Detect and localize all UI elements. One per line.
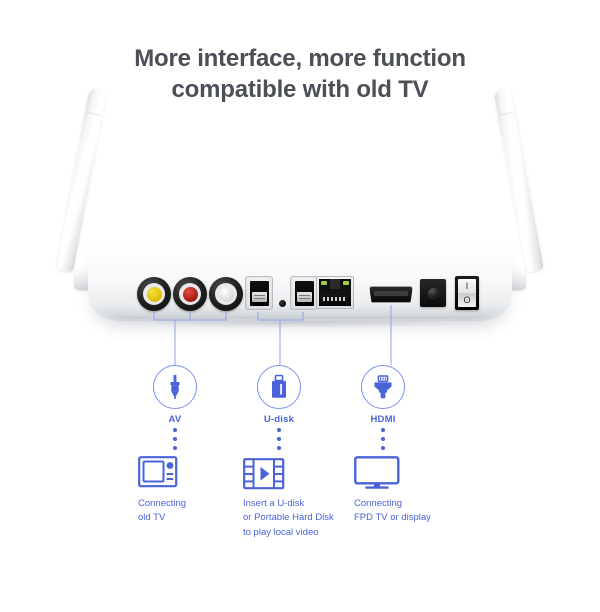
rca-audio-left-port (209, 277, 243, 311)
rca-audio-right-ring (179, 283, 201, 305)
crt-tv-icon (138, 456, 178, 488)
dot (172, 437, 177, 441)
usb-port-2-tongue (296, 292, 312, 302)
callout-hdmi[interactable]: HDMI (338, 365, 428, 425)
page-title: More interface, more function compatible… (0, 44, 600, 105)
rca-audio-left-ring (215, 283, 237, 305)
callout-av-circle (153, 365, 197, 409)
callout-hdmi-circle (361, 365, 405, 409)
rca-audio-left-pin (218, 286, 234, 302)
callout-av[interactable]: AV (130, 365, 220, 425)
dot (380, 428, 385, 432)
dots-connector-av (172, 428, 177, 450)
feature-local-video-text: Insert a U-disk or Portable Hard Disk to… (243, 497, 334, 540)
feature-fpd-tv-icon-wrap (354, 452, 431, 490)
usb-port-2-cavity (294, 281, 314, 306)
feature-fpd-tv-text: Connecting FPD TV or display (354, 497, 431, 526)
flat-panel-tv-icon (354, 456, 400, 489)
feature-fpd-tv: Connecting FPD TV or display (354, 452, 431, 526)
dot (380, 446, 385, 450)
power-switch-on-mark: I (465, 280, 469, 291)
rca-video-port (137, 277, 171, 311)
feature-local-video: Insert a U-disk or Portable Hard Disk to… (243, 452, 334, 540)
ethernet-port (316, 276, 354, 309)
callout-udisk-circle (257, 365, 301, 409)
rca-audio-right-port (173, 277, 207, 311)
rca-video-pin (146, 286, 162, 302)
power-switch-rocker: I O (458, 279, 476, 307)
dot (276, 437, 281, 441)
rca-video-ring (143, 283, 165, 305)
dot (172, 428, 177, 432)
dot (380, 437, 385, 441)
power-switch-off-mark: O (463, 294, 471, 305)
callout-udisk-label: U-disk (263, 414, 295, 425)
feature-old-tv-icon-wrap (138, 452, 186, 490)
dc-power-jack-hole (427, 287, 439, 299)
callout-hdmi-label: HDMI (370, 414, 396, 425)
feature-old-tv-text: Connecting old TV (138, 497, 186, 526)
ethernet-pins (323, 297, 347, 301)
title-line-2: compatible with old TV (171, 75, 429, 103)
feature-old-tv: Connecting old TV (138, 452, 186, 526)
hdmi-connector-icon (374, 375, 392, 399)
ethernet-cavity (319, 279, 351, 306)
title-line-1: More interface, more function (134, 45, 466, 72)
dot (172, 446, 177, 450)
power-switch: I O (455, 276, 479, 310)
ethernet-led-left (321, 281, 327, 285)
dots-connector-udisk (276, 428, 281, 450)
hdmi-port (369, 286, 413, 303)
feature-local-video-line-1: Insert a U-disk (243, 498, 305, 509)
callout-udisk[interactable]: U-disk (234, 365, 324, 425)
ethernet-latch-slot (330, 279, 340, 289)
rca-plug-icon (170, 375, 180, 399)
feature-fpd-tv-line-1: Connecting (354, 498, 403, 509)
usb-port-2 (290, 276, 318, 310)
dots-connector-hdmi (380, 428, 385, 450)
feature-local-video-line-2: or Portable Hard Disk (243, 512, 334, 524)
callout-av-label: AV (168, 414, 182, 425)
dc-power-jack (420, 279, 446, 307)
dot (276, 446, 281, 450)
usb-port-1-tongue (251, 292, 267, 302)
feature-local-video-icon-wrap (243, 452, 334, 490)
feature-fpd-tv-line-2: FPD TV or display (354, 512, 431, 524)
usb-flash-drive-icon (272, 374, 286, 398)
film-play-icon (243, 458, 285, 490)
rca-audio-right-pin (182, 286, 198, 302)
feature-old-tv-line-1: Connecting (138, 498, 187, 509)
usb-port-1 (245, 276, 273, 310)
ethernet-led-right (343, 281, 349, 285)
ir-receiver-icon (279, 300, 286, 307)
feature-local-video-line-3: to play local video (243, 526, 319, 538)
feature-old-tv-line-2: old TV (138, 512, 166, 524)
usb-port-1-cavity (249, 281, 269, 306)
body-highlight (100, 240, 500, 262)
dot (276, 428, 281, 432)
